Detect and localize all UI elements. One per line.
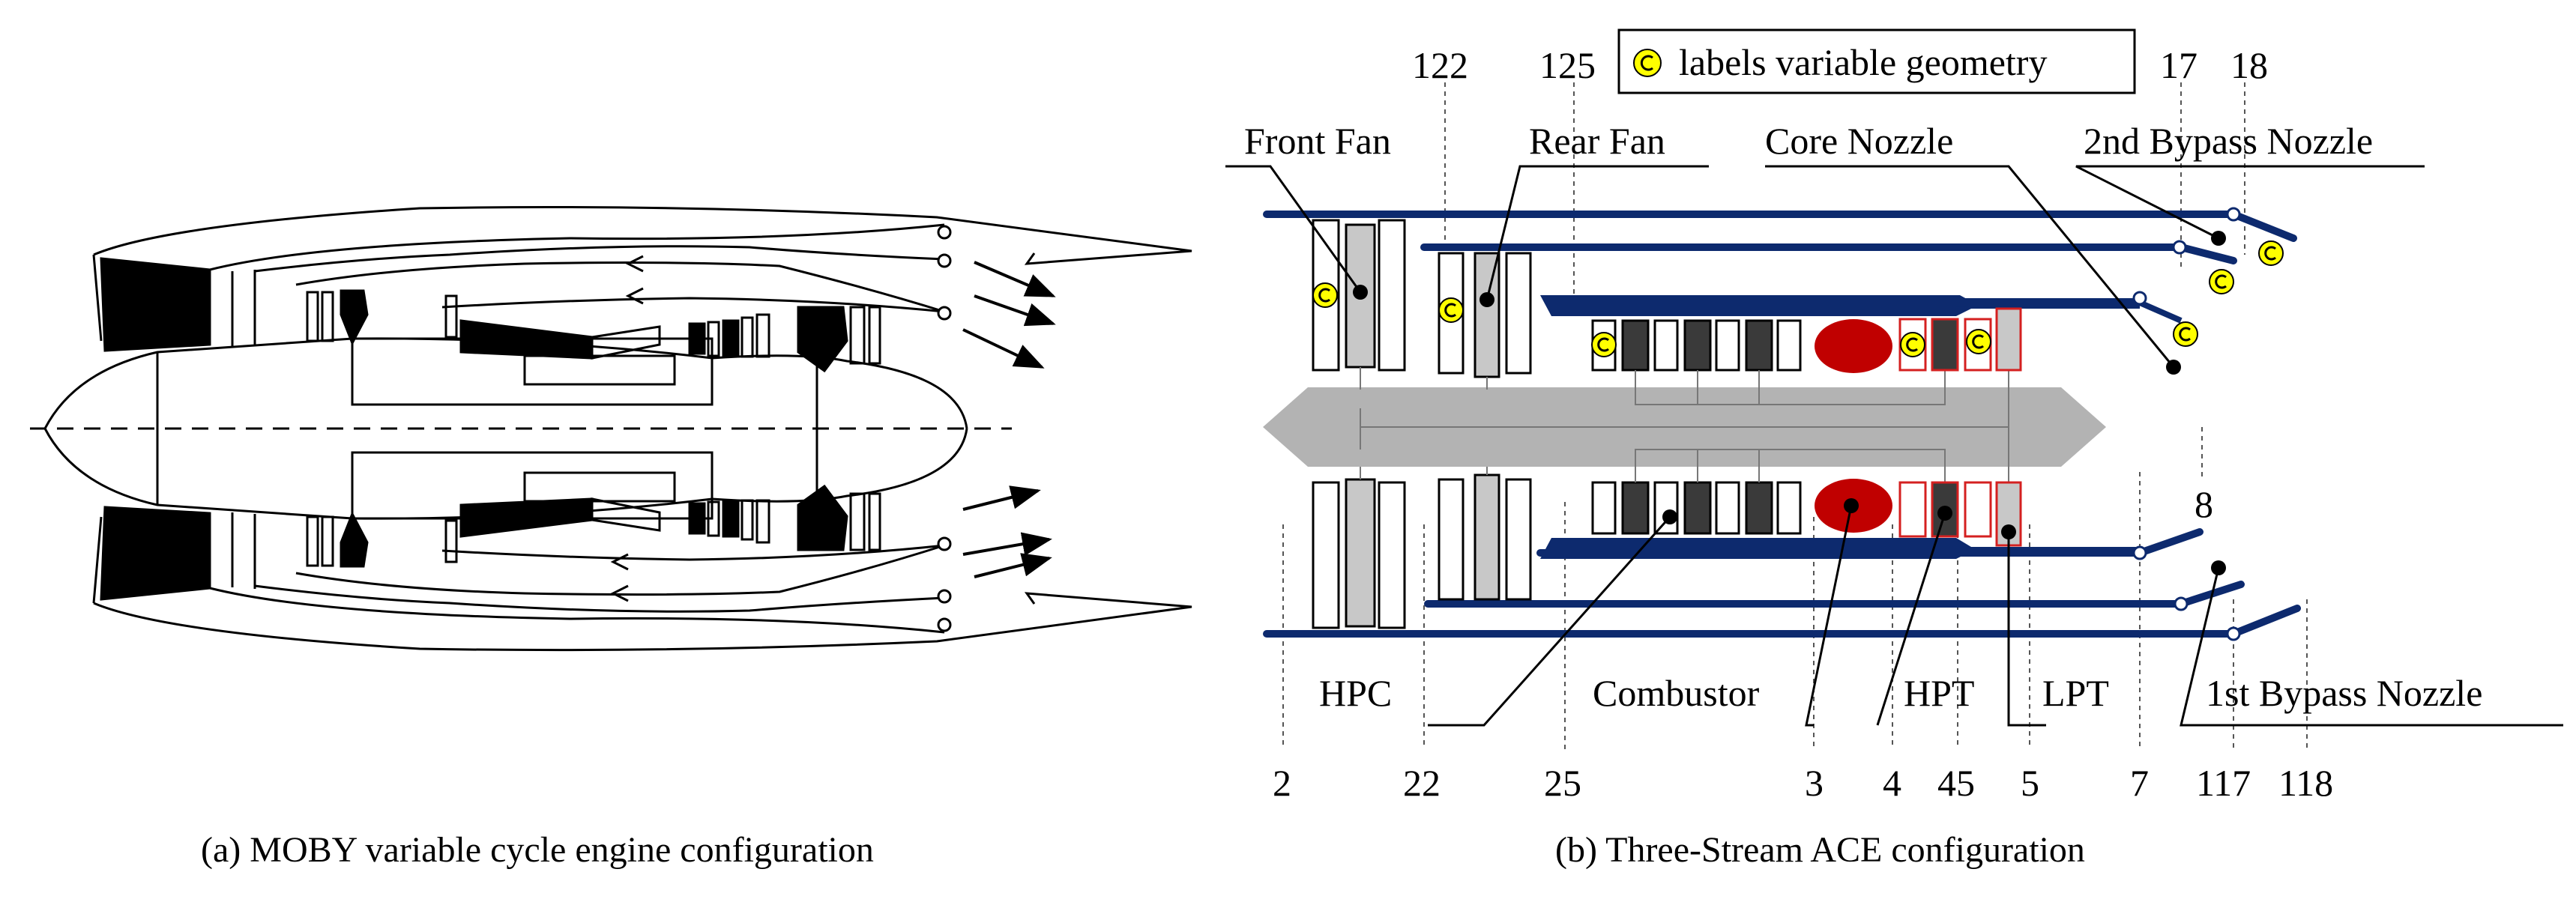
flow-arrow	[963, 348, 1042, 367]
station-18: 18	[2230, 44, 2268, 86]
front-fan-block-top	[100, 257, 211, 352]
leader-dots	[1353, 231, 2226, 575]
vg-marker-icon	[2173, 321, 2198, 347]
inlet-front-top	[92, 254, 103, 342]
vg-marker-icon	[2209, 269, 2234, 294]
label-second-bypass-nozzle: 2nd Bypass Nozzle	[2084, 120, 2373, 162]
nacelle-top	[93, 206, 1192, 265]
station-122: 122	[1412, 44, 1468, 86]
station-117: 117	[2196, 762, 2251, 804]
station-22: 22	[1403, 762, 1441, 804]
caption-a: (a) MOBY variable cycle engine configura…	[201, 830, 874, 870]
flow-arrow	[962, 485, 1041, 511]
caption-b: (b) Three-Stream ACE configuration	[1555, 830, 2085, 870]
label-hpc: HPC	[1319, 672, 1392, 714]
station-118: 118	[2278, 762, 2333, 804]
label-core-nozzle: Core Nozzle	[1765, 120, 1953, 162]
legend-symbol-icon	[1633, 49, 1662, 77]
station-4: 4	[1883, 762, 1901, 804]
nacelle-bottom	[93, 592, 1192, 652]
station-3: 3	[1805, 762, 1824, 804]
station-8: 8	[2195, 483, 2213, 525]
front-fan-block-bottom	[100, 506, 211, 601]
leader-lines	[1225, 165, 2563, 727]
flow-arrow	[974, 261, 1056, 297]
moby-engine-diagram	[30, 206, 1192, 652]
label-hpt: HPT	[1904, 672, 1974, 714]
flow-arrow	[974, 553, 1052, 578]
station-25: 25	[1544, 762, 1581, 804]
label-front-fan: Front Fan	[1244, 120, 1391, 162]
station-45: 45	[1937, 762, 1975, 804]
label-first-bypass-nozzle: 1st Bypass Nozzle	[2206, 672, 2482, 714]
flow-arrow	[974, 294, 1056, 327]
vg-marker-icon	[1438, 297, 1464, 323]
label-rear-fan: Rear Fan	[1529, 120, 1665, 162]
vg-marker-icon	[2258, 240, 2284, 266]
station-17: 17	[2160, 44, 2198, 86]
vg-markers	[1312, 240, 2284, 357]
spinner-bottom	[43, 428, 968, 520]
station-5: 5	[2021, 762, 2039, 804]
vg-marker-icon	[1900, 332, 1925, 357]
rear-fan	[1438, 252, 1532, 601]
spinner-top	[43, 337, 968, 429]
core-duct-bottom	[1540, 538, 2140, 559]
vg-marker-icon	[1966, 329, 1991, 354]
ducts	[1263, 211, 2301, 638]
combustor	[1815, 319, 1892, 373]
vg-marker-icon	[1591, 332, 1617, 357]
label-lpt: LPT	[2042, 672, 2109, 714]
flow-arrow	[962, 328, 1045, 369]
station-7: 7	[2130, 762, 2149, 804]
legend-text: labels variable geometry	[1679, 41, 2047, 83]
label-combustor: Combustor	[1593, 672, 1760, 714]
legend-box	[1617, 28, 2136, 94]
vg-marker-icon	[1312, 282, 1338, 308]
flow-arrow	[962, 532, 1052, 556]
station-2: 2	[1273, 762, 1291, 804]
station-125: 125	[1539, 44, 1596, 86]
hpc-stages	[1591, 319, 1802, 535]
legend: labels variable geometry	[1617, 28, 2136, 94]
core-duct-top	[1540, 295, 2140, 316]
ace-engine-diagram: labels variable geometry Front Fan Rear …	[1225, 28, 2563, 804]
inlet-front-bottom	[92, 516, 103, 604]
